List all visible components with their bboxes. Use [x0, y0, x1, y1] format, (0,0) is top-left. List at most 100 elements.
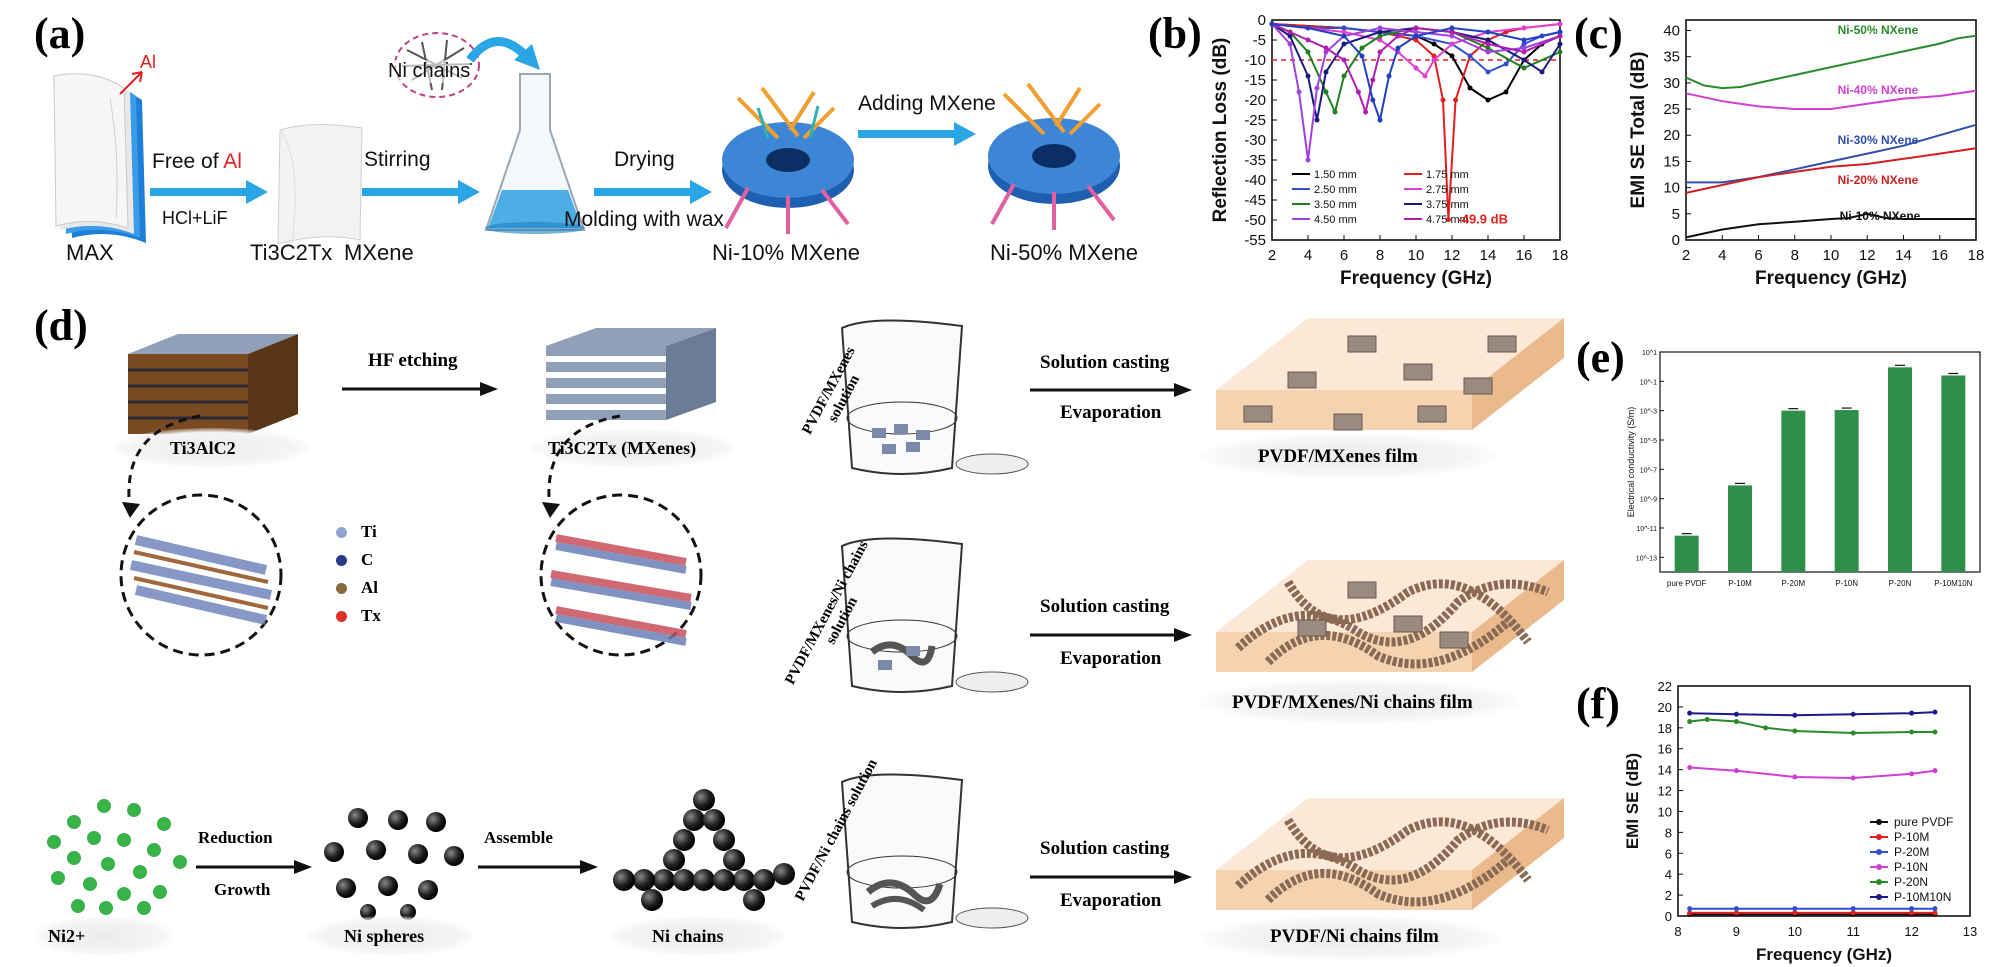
data-point	[1557, 33, 1563, 39]
ti3alc2-label: Ti3AlC2	[170, 438, 236, 458]
y-tick-label: 0	[1258, 12, 1266, 29]
series-name-label: Ni-30% NXene	[1838, 133, 1919, 147]
casting-label-2: Solution casting	[1040, 596, 1170, 617]
data-point	[1305, 25, 1311, 31]
dashed-curve-right	[542, 414, 621, 518]
data-point	[1323, 49, 1329, 55]
data-point	[1909, 771, 1915, 777]
legend-item-ti: Ti	[336, 518, 416, 546]
evaporation-label-1: Evaporation	[1060, 402, 1162, 423]
data-point	[1733, 910, 1739, 916]
y-tick-label: 4	[1665, 867, 1672, 882]
element-legend: Ti C Al Tx	[336, 518, 416, 630]
data-point	[1687, 910, 1693, 916]
data-point	[1850, 906, 1856, 912]
data-point	[1557, 49, 1563, 55]
arrow-reduction	[196, 860, 312, 874]
data-point	[1850, 711, 1856, 717]
series-name-label: Ni-40% NXene	[1838, 83, 1919, 97]
data-point	[1850, 910, 1856, 916]
panel-label-d: (d)	[34, 301, 88, 350]
data-point	[1377, 25, 1383, 31]
caption-max: MAX	[66, 240, 114, 265]
step1-top: Free of Al	[152, 150, 242, 173]
casting-label-3: Solution casting	[1040, 838, 1170, 859]
data-point	[1521, 41, 1527, 47]
series-line	[1685, 89, 1977, 110]
data-point	[1314, 85, 1320, 91]
dot-icon	[336, 526, 347, 538]
data-point	[1850, 775, 1856, 781]
x-tick-label: 11	[1846, 924, 1860, 939]
legend-item-tx: Tx	[336, 602, 416, 630]
data-point	[1341, 29, 1347, 35]
caption-ti3c2tx: Ti3C2Tx	[250, 240, 333, 265]
y-tick-label: 10	[1663, 180, 1680, 197]
ti3alc2-block-icon	[128, 334, 298, 434]
legend-marker	[1876, 849, 1882, 855]
data-point	[1332, 109, 1338, 115]
data-point	[1792, 728, 1798, 734]
data-point	[1377, 29, 1383, 35]
data-point	[1287, 41, 1293, 47]
legend-label: P-10M10N	[1894, 890, 1951, 904]
data-point	[1413, 65, 1419, 71]
legend-label: 2.75 mm	[1426, 184, 1469, 196]
data-point	[1323, 69, 1329, 75]
assemble-label: Assemble	[484, 828, 553, 847]
ni2-label: Ni2+	[48, 926, 86, 946]
data-point	[1395, 33, 1401, 39]
y-tick-label: 14	[1658, 763, 1672, 778]
caption-ni10: Ni-10% MXene	[712, 240, 860, 265]
x-axis-label: Frequency (GHz)	[1756, 945, 1892, 964]
data-point	[1377, 49, 1383, 55]
data-point	[1305, 49, 1311, 55]
caption-mxene: MXene	[344, 240, 414, 265]
y-tick-label: -40	[1244, 172, 1266, 189]
data-point	[1359, 53, 1365, 59]
legend-label: P-10N	[1894, 860, 1928, 874]
data-point	[1355, 89, 1361, 95]
data-point	[1485, 41, 1491, 47]
y-tick-label: 8	[1665, 825, 1672, 840]
bar	[1941, 375, 1966, 572]
data-point	[1850, 730, 1856, 736]
data-point	[1363, 109, 1369, 115]
legend-label: 3.75 mm	[1426, 199, 1469, 211]
x-tick-label: 16	[1516, 247, 1533, 264]
arrow-etch	[150, 180, 268, 204]
panel-label-a: (a)	[34, 9, 86, 58]
beaker-3-icon	[840, 773, 1029, 929]
legend-marker	[1876, 894, 1882, 900]
y-tick-label: 2	[1665, 888, 1672, 903]
legend-item-c: C	[336, 546, 416, 574]
x-tick-label: 18	[1968, 247, 1985, 264]
bar	[1781, 410, 1806, 572]
arrow-drying	[594, 180, 712, 204]
film-3-icon	[1216, 798, 1564, 910]
step1-bottom: HCl+LiF	[162, 208, 228, 228]
y-tick-label: 10^-11	[1636, 526, 1657, 533]
ni-chains-triangle-icon	[613, 789, 795, 911]
data-point	[1521, 57, 1527, 63]
al-arrow-icon	[119, 71, 143, 95]
data-point	[1687, 710, 1693, 716]
data-point	[1377, 117, 1383, 123]
ni-chains-label: Ni chains	[388, 60, 471, 83]
data-point	[1305, 37, 1311, 43]
ni2-ions-icon	[47, 799, 187, 915]
y-axis-label: Electrical conductivity (S/m)	[1626, 407, 1636, 518]
series-name-label: Ni-50% NXene	[1838, 23, 1919, 37]
data-point	[1467, 85, 1473, 91]
data-point	[1539, 69, 1545, 75]
x-tick-label: P-10N	[1835, 579, 1858, 588]
atomic-structure-left-icon	[119, 493, 283, 657]
data-point	[1323, 45, 1329, 51]
data-point	[1733, 719, 1739, 725]
x-tick-label: P-10M	[1728, 579, 1752, 588]
x-tick-label: 12	[1859, 247, 1876, 264]
arrow-hf	[342, 382, 498, 396]
data-point	[1370, 77, 1376, 83]
